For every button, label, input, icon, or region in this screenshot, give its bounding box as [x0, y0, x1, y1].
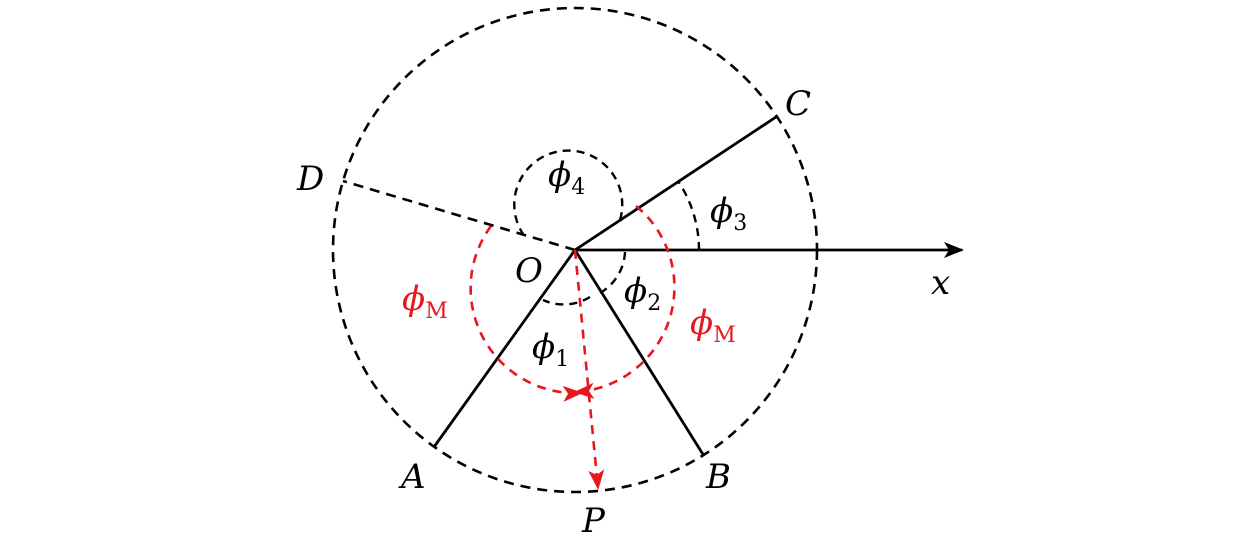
phi4-symbol: ϕ	[548, 155, 571, 195]
label-phim-right: ϕM	[690, 303, 736, 348]
label-x: x	[931, 263, 950, 303]
phi3-sub: 3	[733, 211, 747, 236]
phim-left-sub: M	[425, 299, 448, 324]
angle-arc-phi4	[513, 149, 624, 235]
ray-od	[342, 179, 576, 252]
label-d: D	[296, 159, 324, 199]
phi4-sub: 4	[571, 175, 585, 200]
angle-arc-phi2	[599, 251, 627, 295]
phi2-symbol: ϕ	[624, 271, 647, 311]
phi1-sub: 1	[555, 347, 569, 372]
phi1-symbol: ϕ	[532, 327, 555, 367]
angle-arc-phi1	[542, 295, 591, 306]
label-phi1: ϕ1	[532, 327, 569, 372]
label-phi2: ϕ2	[624, 271, 661, 316]
red-arc-right	[574, 204, 676, 399]
phi3-symbol: ϕ	[710, 191, 733, 231]
label-phim-left: ϕM	[402, 279, 448, 324]
label-a: A	[398, 457, 426, 497]
red-arc-left	[469, 225, 583, 402]
angle-arc-phi3	[677, 180, 701, 251]
ray-oc	[574, 115, 777, 252]
label-phi3: ϕ3	[710, 191, 747, 236]
label-p: P	[581, 501, 606, 541]
label-b: B	[705, 457, 731, 497]
ray-ob	[573, 249, 706, 457]
phi2-sub: 2	[647, 291, 661, 316]
phim-right-symbol: ϕ	[690, 303, 713, 343]
label-o: O	[515, 251, 543, 291]
ray-op	[573, 249, 605, 490]
phim-right-sub: M	[713, 323, 736, 348]
label-c: C	[785, 84, 811, 124]
ray-oa	[432, 249, 577, 448]
label-phi4: ϕ4	[548, 155, 585, 200]
phim-left-symbol: ϕ	[402, 279, 425, 319]
